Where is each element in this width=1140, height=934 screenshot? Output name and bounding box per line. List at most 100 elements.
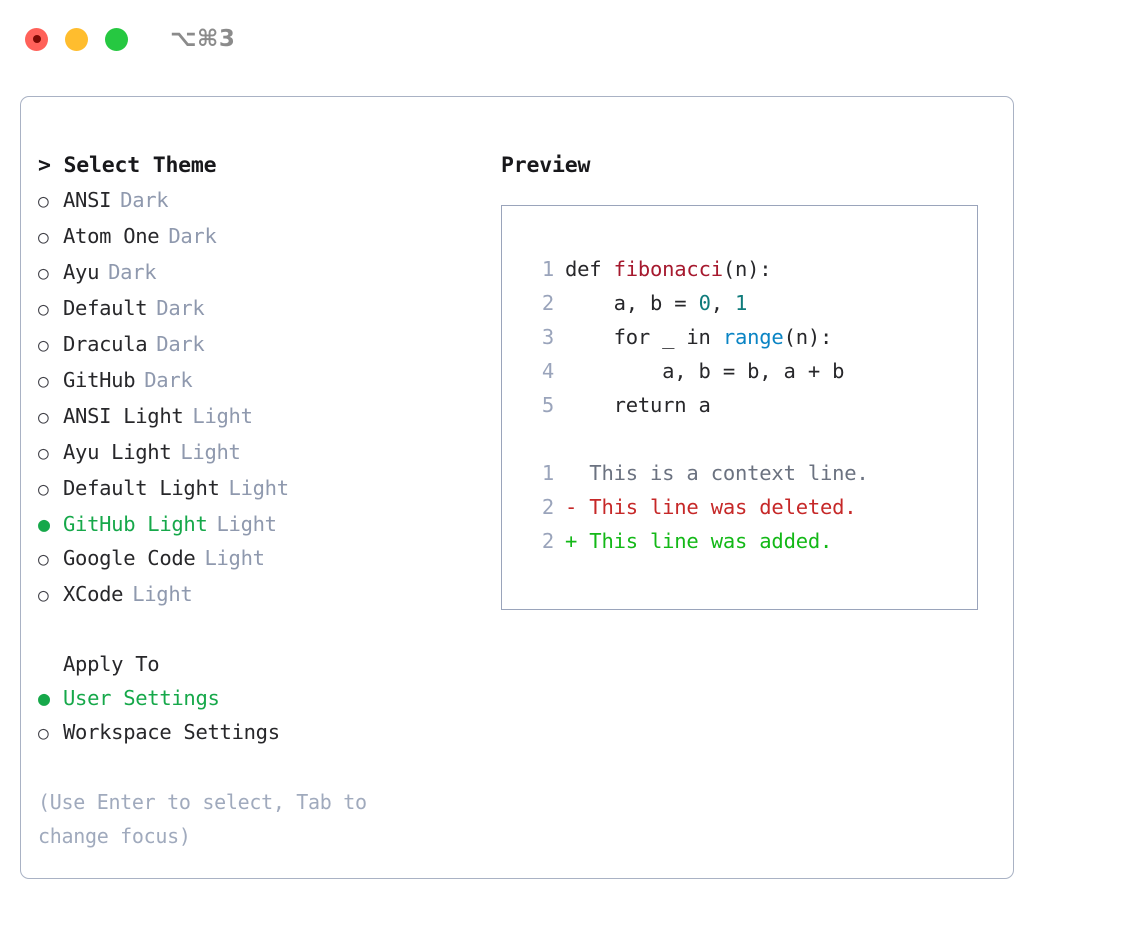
code-token-plain: (n): (783, 325, 833, 349)
theme-option-label: Default Light (63, 476, 220, 500)
radio-unselected-icon: ○ (38, 299, 49, 320)
radio-unselected-icon: ○ (38, 263, 49, 284)
code-line: 5 return a (524, 388, 977, 422)
theme-option-label: ANSI Light (63, 404, 184, 428)
code-line-content: for _ in range(n): (565, 320, 833, 354)
theme-variant-badge: Dark (156, 296, 205, 320)
theme-option-github[interactable]: ○ GitHub Dark (38, 363, 478, 399)
theme-option-label: Ayu (63, 260, 100, 284)
theme-variant-badge: Dark (108, 260, 157, 284)
diff-sample: 1 This is a context line. 2- This line wa… (524, 456, 977, 558)
code-line: 4 a, b = b, a + b (524, 354, 977, 388)
theme-option-label: XCode (63, 582, 124, 606)
code-line-content: a, b = 0, 1 (565, 286, 748, 320)
theme-option-label: GitHub Light (63, 512, 208, 536)
select-theme-header: > Select Theme (38, 153, 217, 178)
theme-option-ayu[interactable]: ○ Ayu Dark (38, 255, 478, 291)
code-token-plain: a, b = b, a + b (565, 359, 845, 383)
apply-to-option-workspace-settings[interactable]: ○ Workspace Settings (38, 715, 478, 751)
theme-variant-badge: Light (204, 546, 265, 570)
code-line: 3 for _ in range(n): (524, 320, 977, 354)
window-title: ⌥⌘3 (170, 26, 236, 52)
code-token-number: 1 (735, 291, 748, 315)
code-token-number: 0 (698, 291, 711, 315)
code-token-call: range (722, 325, 784, 349)
code-token-plain: for _ in (565, 325, 723, 349)
theme-variant-badge: Dark (156, 332, 205, 356)
theme-option-xcode[interactable]: ○ XCode Light (38, 577, 478, 613)
theme-option-label: GitHub (63, 368, 136, 392)
theme-option-label: Dracula (63, 332, 148, 356)
diff-marker (565, 456, 577, 490)
radio-selected-icon: ● (38, 512, 50, 536)
apply-to-header: Apply To (63, 652, 160, 676)
radio-selected-icon: ● (38, 686, 50, 710)
code-line-content: def fibonacci(n): (565, 252, 772, 286)
radio-unselected-icon: ○ (38, 443, 49, 464)
line-number: 3 (541, 325, 554, 349)
theme-option-atom-one[interactable]: ○ Atom One Dark (38, 219, 478, 255)
close-button[interactable] (25, 27, 48, 51)
apply-to-option-label: Workspace Settings (63, 720, 280, 744)
theme-variant-badge: Light (228, 476, 290, 500)
code-token-plain: a, b = (565, 291, 699, 315)
line-number: 1 (541, 461, 554, 485)
radio-unselected-icon: ○ (38, 191, 49, 212)
code-token-plain: def (565, 257, 614, 281)
diff-line-text: This is a context line. (577, 461, 869, 485)
line-number: 2 (541, 291, 554, 315)
apply-to-list: ●User Settings ○ Workspace Settings (38, 681, 478, 751)
code-line: 2 a, b = 0, 1 (524, 286, 977, 320)
theme-variant-badge: Light (216, 512, 278, 536)
traffic-light-buttons (25, 27, 128, 51)
code-token-plain: , (710, 291, 736, 315)
radio-unselected-icon: ○ (38, 371, 49, 392)
theme-variant-badge: Dark (120, 188, 169, 212)
radio-unselected-icon: ○ (38, 549, 49, 570)
theme-option-google-code[interactable]: ○ Google Code Light (38, 541, 478, 577)
theme-option-github-light[interactable]: ● GitHub Light Light (38, 507, 478, 541)
line-number: 5 (541, 393, 554, 417)
theme-option-label: ANSI (63, 188, 112, 212)
radio-unselected-icon: ○ (38, 585, 49, 606)
theme-option-label: Atom One (63, 224, 160, 248)
theme-option-ansi[interactable]: ○ ANSI Dark (38, 183, 478, 219)
theme-option-label: Google Code (63, 546, 196, 570)
code-diff-spacer (524, 422, 977, 456)
theme-variant-badge: Dark (144, 368, 193, 392)
maximize-button[interactable] (105, 27, 128, 51)
code-line-content: return a (565, 388, 711, 422)
theme-option-default-light[interactable]: ○ Default Light Light (38, 471, 478, 507)
radio-unselected-icon: ○ (38, 479, 49, 500)
code-line-content: a, b = b, a + b (565, 354, 844, 388)
code-token-plain: return a (565, 393, 711, 417)
diff-marker: - (565, 495, 578, 519)
diff-line-text: This line was added. (577, 529, 833, 553)
diff-line-context: 1 This is a context line. (524, 456, 977, 490)
code-token-function: fibonacci (613, 257, 723, 281)
keyboard-hint-text: (Use Enter to select, Tab to change focu… (38, 790, 367, 848)
theme-variant-badge: Light (132, 582, 193, 606)
line-number: 4 (541, 359, 554, 383)
diff-line-text: This line was deleted. (577, 495, 857, 519)
line-number: 2 (541, 495, 554, 519)
radio-unselected-icon: ○ (38, 723, 49, 744)
apply-to-option-user-settings[interactable]: ●User Settings (38, 681, 478, 715)
theme-option-label: Ayu Light (63, 440, 172, 464)
minimize-button[interactable] (65, 27, 88, 51)
radio-unselected-icon: ○ (38, 227, 49, 248)
radio-unselected-icon: ○ (38, 407, 49, 428)
radio-unselected-icon: ○ (38, 335, 49, 356)
theme-option-dracula[interactable]: ○ Dracula Dark (38, 327, 478, 363)
theme-variant-badge: Dark (168, 224, 217, 248)
